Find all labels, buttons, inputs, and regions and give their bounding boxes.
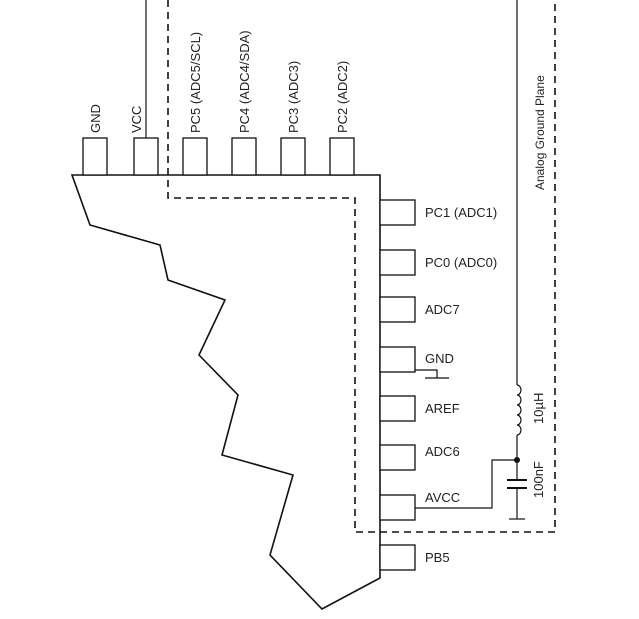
inductor-icon [516,384,522,436]
top-pin-pc3: PC3 (ADC3) [280,61,306,176]
top-pin-vcc: VCC [129,106,159,176]
pin-adc6-label: ADC6 [425,444,460,459]
top-pin-pc5: PC5 (ADC5/SCL) [182,32,208,176]
analog-ground-plane-boundary [167,0,556,533]
pin-pc2-box [329,137,355,176]
side-pin-avcc: AVCC [379,490,460,521]
side-pin-pc0: PC0 (ADC0) [379,249,497,276]
chip-body [70,174,381,610]
pin-gnd2-label: GND [425,351,454,366]
inductor-label: 10µH [531,393,546,424]
pin-vcc-box [133,137,159,176]
top-pin-pc4: PC4 (ADC4/SDA) [231,30,257,176]
pin-vcc-label: VCC [129,106,144,133]
pin-pc0-label: PC0 (ADC0) [425,255,497,270]
pin-pc0-box [379,249,416,276]
pin-pc4-label: PC4 (ADC4/SDA) [237,30,252,133]
pin-adc6-box [379,444,416,471]
side-pin-aref: AREF [379,395,460,422]
side-pin-adc6: ADC6 [379,444,460,471]
side-pin-pc1: PC1 (ADC1) [379,199,497,226]
pin-pb5-box [379,544,416,571]
pin-gnd-label: GND [88,104,103,133]
pin-adc7-label: ADC7 [425,302,460,317]
side-pin-gnd2: GND [379,346,454,379]
pin-aref-box [379,395,416,422]
pin-pb5-label: PB5 [425,550,450,565]
top-pin-gnd: GND [82,104,108,176]
pin-pc1-box [379,199,416,226]
side-pin-pb5: PB5 [379,544,450,571]
capacitor-label: 100nF [531,461,546,498]
top-pin-pc2: PC2 (ADC2) [329,61,355,176]
pin-avcc-label: AVCC [425,490,460,505]
pin-pc3-box [280,137,306,176]
pin-pc4-box [231,137,257,176]
pin-pc5-box [182,137,208,176]
pin-avcc-box [379,494,416,521]
analog-ground-plane-label: Analog Ground Plane [533,75,547,190]
side-pin-adc7: ADC7 [379,296,460,323]
gnd2-wire [415,369,438,378]
pin-pc3-label: PC3 (ADC3) [286,61,301,133]
avcc-wire [415,459,517,509]
pin-adc7-box [379,296,416,323]
pin-pc1-label: PC1 (ADC1) [425,205,497,220]
pin-gnd-box [82,137,108,176]
pin-pc5-label: PC5 (ADC5/SCL) [188,32,203,133]
pin-aref-label: AREF [425,401,460,416]
pin-gnd2-box [379,346,416,373]
pin-pc2-label: PC2 (ADC2) [335,61,350,133]
